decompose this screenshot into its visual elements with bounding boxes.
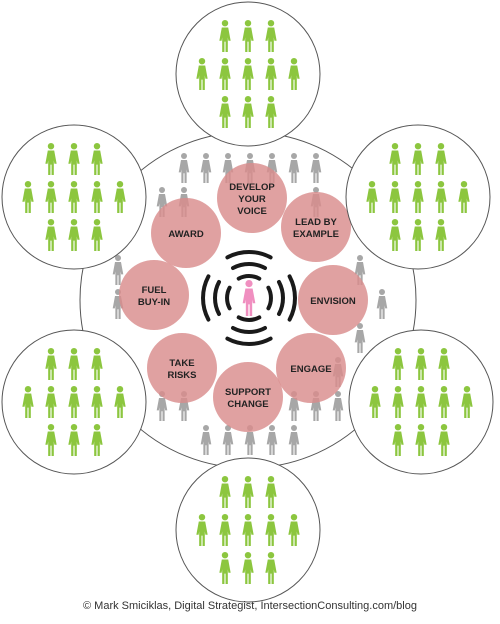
role-label: SUPPORT bbox=[225, 387, 271, 398]
role-label: ENVISION bbox=[310, 296, 356, 307]
role-engage: ENGAGE bbox=[276, 333, 346, 403]
role-label: ENGAGE bbox=[290, 364, 331, 375]
role-label: VOICE bbox=[237, 206, 267, 217]
copyright-credit: © Mark Smiciklas, Digital Strategist, In… bbox=[83, 600, 417, 612]
role-award: AWARD bbox=[151, 198, 221, 268]
outer-crowd-group bbox=[1, 329, 147, 475]
role-label: YOUR bbox=[238, 194, 266, 205]
role-label: LEAD BY bbox=[295, 217, 337, 228]
outer-crowd-group bbox=[1, 124, 147, 270]
role-label: FUEL bbox=[142, 285, 167, 296]
role-label: AWARD bbox=[168, 229, 204, 240]
outer-crowds bbox=[1, 1, 494, 603]
outer-crowd-group bbox=[345, 124, 491, 270]
role-label: EXAMPLE bbox=[293, 229, 339, 240]
outer-crowd-group bbox=[348, 329, 494, 475]
outer-crowd-group bbox=[175, 457, 321, 603]
role-label: CHANGE bbox=[227, 399, 268, 410]
role-envision: ENVISION bbox=[298, 265, 368, 335]
role-label: BUY-IN bbox=[138, 297, 170, 308]
role-label: DEVELOP bbox=[229, 182, 275, 193]
outer-crowd-group bbox=[175, 1, 321, 147]
role-label: TAKE bbox=[169, 358, 194, 369]
broadcast-waves-icon bbox=[201, 250, 297, 346]
role-label: RISKS bbox=[167, 370, 196, 381]
